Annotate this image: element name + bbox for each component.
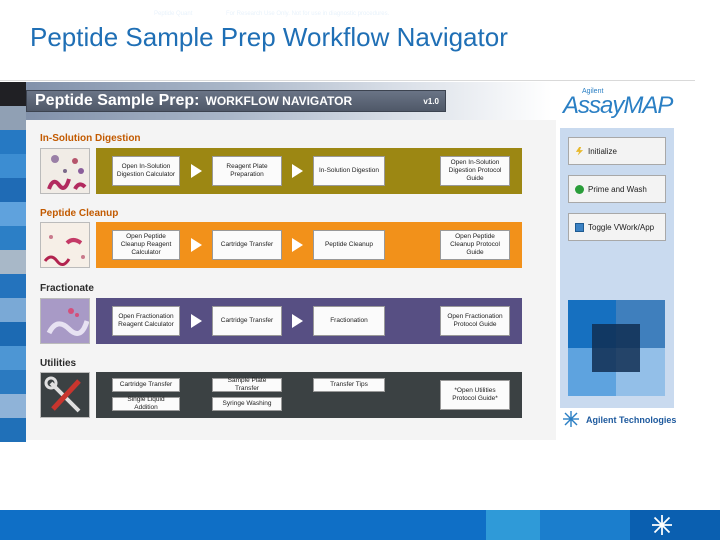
decorative-tiles (568, 300, 665, 396)
cleanup-protocol-guide-button[interactable]: Open Peptide Cleanup Protocol Guide (440, 230, 510, 260)
fractionation-protocol-guide-button[interactable]: Open Fractionation Protocol Guide (440, 306, 510, 336)
footer-left-text: Peptide Quant (154, 11, 193, 17)
utilities-thumbnail (40, 372, 90, 418)
section-title-digestion: In-Solution Digestion (40, 133, 141, 144)
app-version: v1.0 (423, 97, 439, 106)
single-liquid-addition-button[interactable]: Single Liquid Addition (112, 396, 180, 411)
toggle-vwork-button[interactable]: Toggle VWork/App (568, 213, 666, 241)
brand-assaymap-logo: AssayMAP (563, 92, 673, 119)
title-divider (0, 80, 695, 81)
app-header: Peptide Sample Prep: WORKFLOW NAVIGATOR … (26, 90, 446, 112)
footer-segment (486, 510, 540, 540)
cleanup-illustration (43, 235, 85, 266)
footer-agilent-logo: Agilent (674, 10, 705, 20)
section-title-cleanup: Peptide Cleanup (40, 208, 119, 219)
cleanup-calculator-button[interactable]: Open Peptide Cleanup Reagent Calculator (112, 230, 180, 260)
syringe-washing-button[interactable]: Syringe Washing (212, 397, 282, 411)
digestion-calculator-button[interactable]: Open In-Solution Digestion Calculator (112, 156, 180, 186)
prime-wash-button[interactable]: Prime and Wash (568, 175, 666, 203)
arrow-icon (191, 314, 202, 328)
play-icon (575, 184, 584, 194)
windows-icon (575, 222, 584, 232)
footer-bar (0, 510, 720, 540)
app-title-main: Peptide Sample Prep: (35, 92, 200, 109)
digestion-illustration (47, 155, 87, 190)
arrow-icon (191, 164, 202, 178)
lightning-icon (575, 146, 584, 156)
brand-agilent-small: Agilent (582, 88, 604, 95)
cleanup-thumbnail (40, 222, 90, 268)
left-color-strip (0, 82, 26, 442)
utilities-protocol-guide-button[interactable]: *Open Utilities Protocol Guide* (440, 380, 510, 410)
transfer-tips-button[interactable]: Transfer Tips (313, 378, 385, 392)
agilent-footer-spark-icon (652, 515, 672, 535)
digestion-protocol-guide-button[interactable]: Open In-Solution Digestion Protocol Guid… (440, 156, 510, 186)
footer-segment (540, 510, 630, 540)
toggle-vwork-label: Toggle VWork/App (588, 222, 655, 232)
agilent-spark-icon (563, 411, 579, 427)
arrow-icon (191, 238, 202, 252)
fractionate-cartridge-transfer-button[interactable]: Cartridge Transfer (212, 306, 282, 336)
initialize-button[interactable]: Initialize (568, 137, 666, 165)
sample-plate-transfer-button[interactable]: Sample Plate Transfer (212, 377, 282, 392)
fractionate-thumbnail (40, 298, 90, 344)
tools-icon (44, 376, 81, 413)
app-title-sub: WORKFLOW NAVIGATOR (205, 94, 353, 108)
initialize-label: Initialize (588, 146, 617, 156)
cleanup-cartridge-transfer-button[interactable]: Cartridge Transfer (212, 230, 282, 260)
arrow-icon (292, 238, 303, 252)
agilent-technologies-label: Agilent Technologies (586, 415, 677, 425)
fractionate-illustration (41, 299, 89, 343)
in-solution-digestion-button[interactable]: In-Solution Digestion (313, 156, 385, 186)
fractionation-calculator-button[interactable]: Open Fractionation Reagent Calculator (112, 306, 180, 336)
prime-wash-label: Prime and Wash (588, 184, 647, 194)
reagent-plate-prep-button[interactable]: Reagent Plate Preparation (212, 156, 282, 186)
utilities-cartridge-transfer-button[interactable]: Cartridge Transfer (112, 378, 180, 392)
digestion-thumbnail (40, 148, 90, 194)
slide-title: Peptide Sample Prep Workflow Navigator (30, 22, 508, 52)
section-title-fractionate: Fractionate (40, 283, 94, 294)
section-title-utilities: Utilities (40, 358, 77, 369)
footer-disclaimer: For Research Use Only. Not for use in di… (226, 11, 390, 17)
arrow-icon (292, 164, 303, 178)
peptide-cleanup-button[interactable]: Peptide Cleanup (313, 230, 385, 260)
footer-segment (630, 510, 720, 540)
arrow-icon (292, 314, 303, 328)
fractionation-button[interactable]: Fractionation (313, 306, 385, 336)
